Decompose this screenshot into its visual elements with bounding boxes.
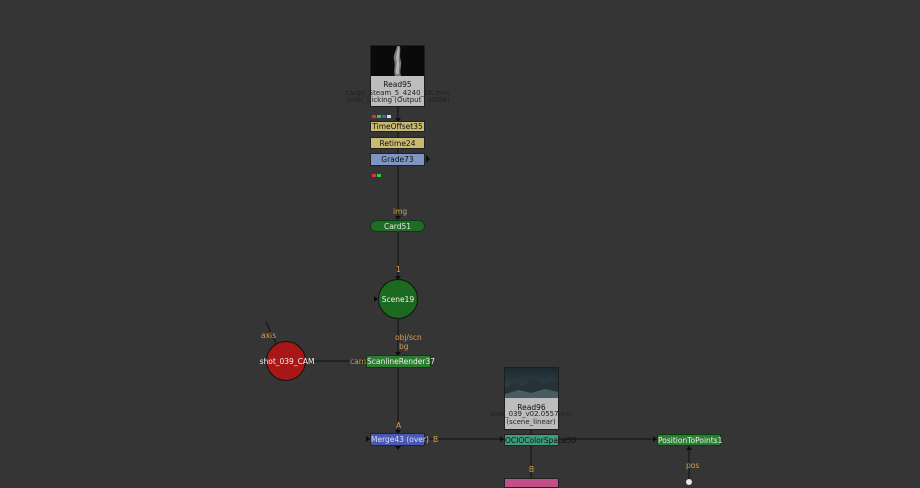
timeoffset35-node[interactable]: TimeOffset35 [370,121,425,132]
merge43-node[interactable]: Merge43 (over) [370,433,429,446]
read95-label: Read95 [383,80,412,89]
pipe-label-cam: cam [350,357,367,366]
arrow-scene [395,276,401,280]
arrow-ptp [653,436,657,442]
read96-channel-dots [507,427,522,442]
scene19-node[interactable]: Scene19 [378,279,418,319]
grade73-label: Grade73 [381,155,414,164]
merge43-label: Merge43 (over) [371,435,429,444]
pipe-label-obj-scn: obj/scn [395,333,422,342]
arrow-timeoffset [395,118,401,122]
grade73-channel-dots [372,162,382,177]
arrow-pos [686,446,692,450]
card51-label: Card51 [383,222,412,231]
read95-thumbnail [371,46,424,76]
shot-039-cam-label: shot_039_CAM [259,357,315,366]
pipe-label-bg: bg [399,342,409,351]
arrowheads [362,118,692,450]
ociocolorspace50-label: OCIOColorSpace50 [505,436,577,445]
read95-channel-dots [372,103,392,118]
read95-node[interactable]: Read95 [370,45,425,107]
arrow-merge-a [395,430,401,434]
retime24-node[interactable]: Retime24 [370,137,425,149]
grade73-node[interactable]: Grade73 [370,153,425,166]
pipe-label-img: img [393,207,408,216]
pipe-label-pos: pos [686,461,700,470]
pipe-label-b-merge: B [433,435,439,444]
shot-039-cam-node[interactable] [266,341,306,381]
pipe-axis [265,321,277,344]
pipe-label-1: 1 [396,265,401,274]
pipe-label-axis: axis [261,331,277,340]
card51-node[interactable]: Card51 [370,220,425,232]
retime24-label: Retime24 [379,139,416,148]
ociocolorspace50-node[interactable]: OCIOColorSpace50 [504,434,576,446]
pipes [265,107,690,484]
pipe-label-b-ocio: B [529,465,535,474]
read96-colorspace: (scene_linear) [506,418,556,426]
arrow-cam [362,358,366,364]
read95-file: Large_Steam_5_4240_2K.mov [345,89,451,97]
arrow-grade-right [426,155,430,163]
read96-node[interactable]: Read96 [504,367,559,430]
scene19-label: Scene19 [381,294,415,304]
partial-node-bottom[interactable] [504,478,559,488]
arrow-merge-left [366,436,370,442]
positiontopoints1-label: PositionToPoints1 [658,436,723,445]
read96-thumbnail [505,368,558,398]
scanlinerender37-label: ScanlineRender37 [367,357,436,366]
read96-label: Read96 [517,403,546,412]
read95-colorspace: color_picking (Output - sRGB) [346,96,450,104]
arrow-scanline [395,352,401,356]
pipe-label-a: A [396,421,402,430]
arrow-ocio [500,436,504,442]
timeoffset35-label: TimeOffset35 [372,122,423,131]
arrow-card [395,216,401,220]
read96-file: shot_039_v02.0557.exr [490,410,572,418]
pos-input-dot [686,479,692,485]
positiontopoints1-node[interactable]: PositionToPoints1 [657,434,723,446]
arrow-scene-left [374,296,378,302]
arrow-merge-out [395,446,401,450]
scanlinerender37-node[interactable]: ScanlineRender37 [366,355,435,368]
